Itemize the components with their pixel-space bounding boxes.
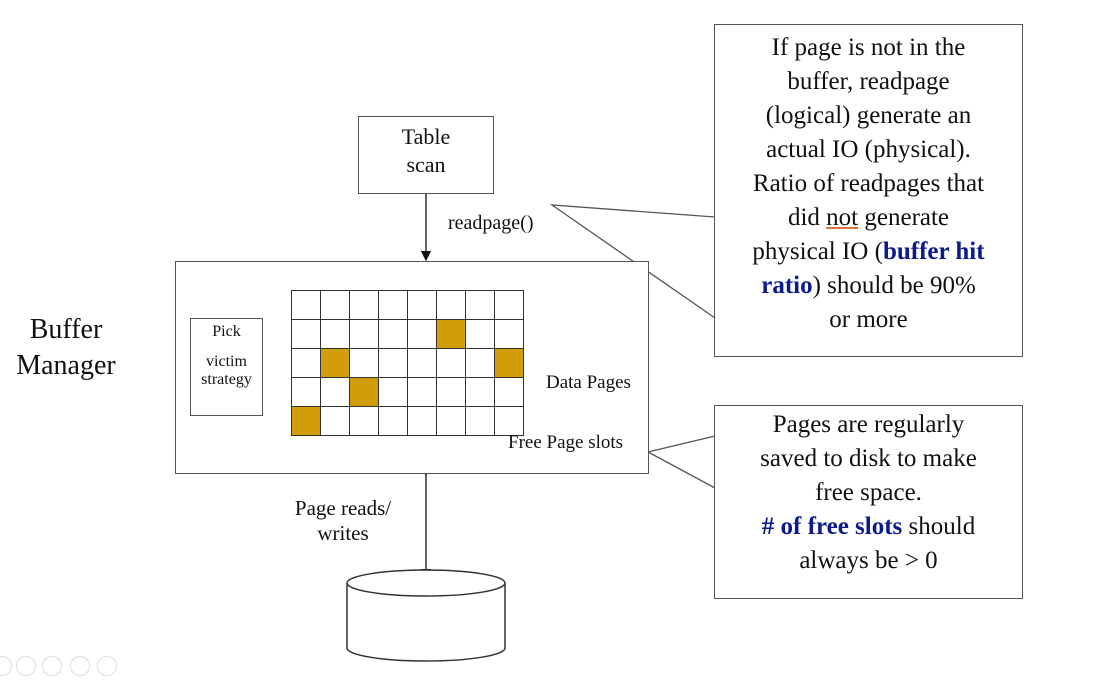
page-rw-line2: writes bbox=[317, 521, 369, 545]
free-page-slot bbox=[379, 349, 408, 378]
callout-line: always be > 0 bbox=[799, 547, 938, 574]
free-page-slot bbox=[408, 291, 437, 320]
top-callout-tail bbox=[549, 204, 716, 319]
free-page-slot bbox=[379, 291, 408, 320]
free-page-slot bbox=[379, 407, 408, 436]
buffer-hit-callout: If page is not in the buffer, readpage (… bbox=[714, 24, 1023, 357]
free-page-slot bbox=[466, 407, 495, 436]
buffer-page-grid bbox=[291, 290, 524, 436]
free-page-slot bbox=[437, 378, 466, 407]
free-page-slot bbox=[350, 291, 379, 320]
pick-line: Pick bbox=[212, 323, 241, 340]
data-page-cell bbox=[495, 349, 524, 378]
free-page-slot bbox=[495, 407, 524, 436]
free-page-slot bbox=[408, 320, 437, 349]
free-page-slot bbox=[350, 407, 379, 436]
slide-more-icon[interactable] bbox=[97, 656, 117, 676]
free-page-slot bbox=[408, 378, 437, 407]
free-page-slot bbox=[379, 378, 408, 407]
page-rw-line1: Page reads/ bbox=[294, 496, 392, 520]
free-page-slot bbox=[321, 378, 350, 407]
slide-view-icon[interactable] bbox=[70, 656, 90, 676]
free-page-slot bbox=[379, 320, 408, 349]
callout-line: If page is not in the bbox=[771, 34, 966, 61]
table-scan-line1: Table bbox=[401, 124, 451, 149]
free-slots-label: Free Page slots bbox=[508, 432, 624, 453]
free-page-slot bbox=[321, 320, 350, 349]
free-page-slot bbox=[437, 291, 466, 320]
callout-line: free space. bbox=[815, 479, 922, 506]
callout-line: (logical) generate an bbox=[765, 102, 972, 129]
free-page-slot bbox=[495, 378, 524, 407]
free-page-slot bbox=[321, 291, 350, 320]
callout-line: ratio) should be 90% bbox=[761, 272, 976, 299]
free-page-slot bbox=[495, 320, 524, 349]
free-page-slot bbox=[408, 349, 437, 378]
table-scan-box: Table scan bbox=[358, 116, 494, 194]
callout-line: Pages are regularly bbox=[772, 411, 965, 438]
strategy-line: strategy bbox=[201, 371, 252, 388]
free-page-slot bbox=[350, 349, 379, 378]
callout-line: buffer, readpage bbox=[787, 68, 950, 95]
callout-line: or more bbox=[829, 306, 908, 333]
free-page-slot bbox=[466, 378, 495, 407]
callout-line: # of free slots should bbox=[761, 513, 976, 540]
data-page-cell bbox=[350, 378, 379, 407]
free-page-slot bbox=[408, 407, 437, 436]
callout-line: saved to disk to make bbox=[760, 445, 977, 472]
free-page-slot bbox=[292, 349, 321, 378]
free-page-slot bbox=[437, 349, 466, 378]
free-page-slot bbox=[466, 320, 495, 349]
free-page-slot bbox=[321, 407, 350, 436]
page-reads-writes-label: Page reads/ writes bbox=[280, 496, 406, 546]
free-page-slot bbox=[495, 291, 524, 320]
table-scan-line2: scan bbox=[406, 152, 446, 177]
callout-line: did not generate bbox=[787, 204, 950, 231]
free-page-slot bbox=[437, 407, 466, 436]
pick-victim-box: Pick victim strategy bbox=[190, 318, 263, 416]
slide-notes-icon[interactable] bbox=[16, 656, 36, 676]
free-page-slot bbox=[292, 320, 321, 349]
data-page-cell bbox=[292, 407, 321, 436]
callout-line: actual IO (physical). bbox=[766, 136, 971, 163]
free-page-slot bbox=[292, 291, 321, 320]
callout-line: Ratio of readpages that bbox=[752, 170, 985, 197]
free-page-slot bbox=[350, 320, 379, 349]
data-page-cell bbox=[321, 349, 350, 378]
free-page-slot bbox=[466, 349, 495, 378]
free-page-slot bbox=[292, 378, 321, 407]
buffer-manager-title: Buffer Manager bbox=[16, 314, 116, 381]
slide-pen-icon[interactable] bbox=[42, 656, 62, 676]
disk-icon bbox=[346, 569, 506, 662]
bottom-callout-tail bbox=[646, 435, 716, 489]
readpage-label: readpage() bbox=[448, 212, 534, 234]
free-page-slot bbox=[466, 291, 495, 320]
data-page-cell bbox=[437, 320, 466, 349]
victim-line: victim bbox=[206, 353, 247, 370]
data-pages-label: Data Pages bbox=[546, 372, 631, 393]
free-slots-callout: Pages are regularly saved to disk to mak… bbox=[714, 405, 1023, 599]
callout-line: physical IO (buffer hit bbox=[752, 238, 985, 265]
